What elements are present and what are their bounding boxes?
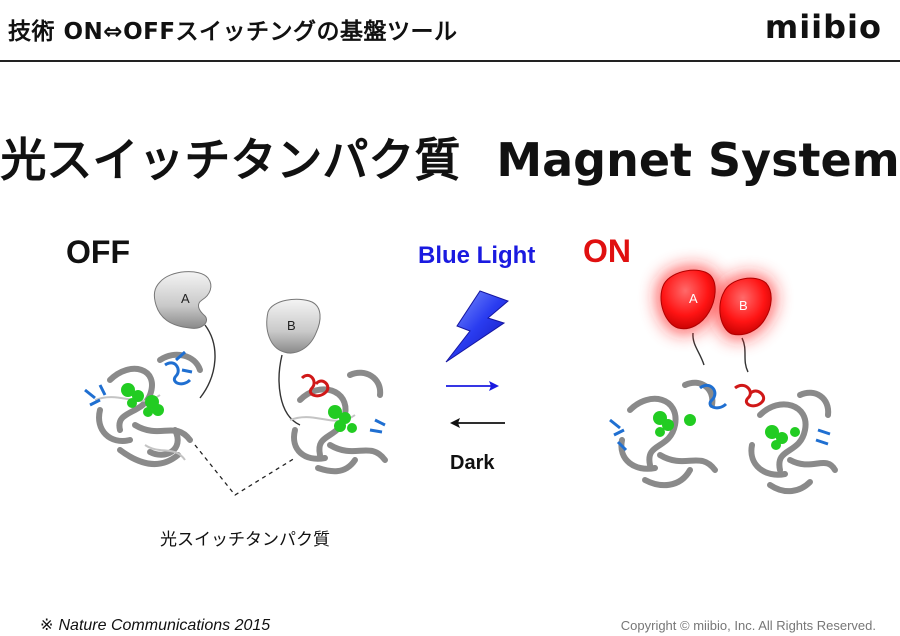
lightning-bolt-icon <box>445 290 509 363</box>
off-protein-right <box>266 298 388 475</box>
footnote: ※ Nature Communications 2015 <box>40 615 270 635</box>
off-state-label: OFF <box>66 234 130 270</box>
header-title: 技術 ON⇔OFFスイッチングの基盤ツール <box>8 19 458 45</box>
caption-pointer-lines <box>194 444 296 496</box>
off-domain-b-label: B <box>287 318 296 333</box>
on-domain-b-label: B <box>739 298 748 313</box>
protein-caption: 光スイッチタンパク質 <box>160 530 330 550</box>
arrow-right-icon <box>446 381 499 391</box>
slide-title-en: Magnet System <box>496 133 900 187</box>
on-protein-complex <box>609 266 838 495</box>
on-state-label: ON <box>583 233 631 269</box>
header-divider <box>0 60 900 62</box>
footnote-citation: Nature Communications 2015 <box>58 617 271 634</box>
miibio-logo: miibio <box>764 8 882 46</box>
arrow-left-icon <box>450 418 505 428</box>
blue-light-label: Blue Light <box>418 242 536 269</box>
slide-title: 光スイッチタンパク質 Magnet System <box>0 124 900 190</box>
slide-title-ja: 光スイッチタンパク質 <box>0 133 461 187</box>
dark-label: Dark <box>450 452 495 474</box>
on-domain-a-label: A <box>689 291 698 306</box>
copyright: Copyright © miibio, Inc. All Rights Rese… <box>620 618 876 633</box>
off-protein-left <box>84 271 216 468</box>
off-domain-a-label: A <box>181 291 190 306</box>
footnote-mark: ※ <box>40 615 54 634</box>
